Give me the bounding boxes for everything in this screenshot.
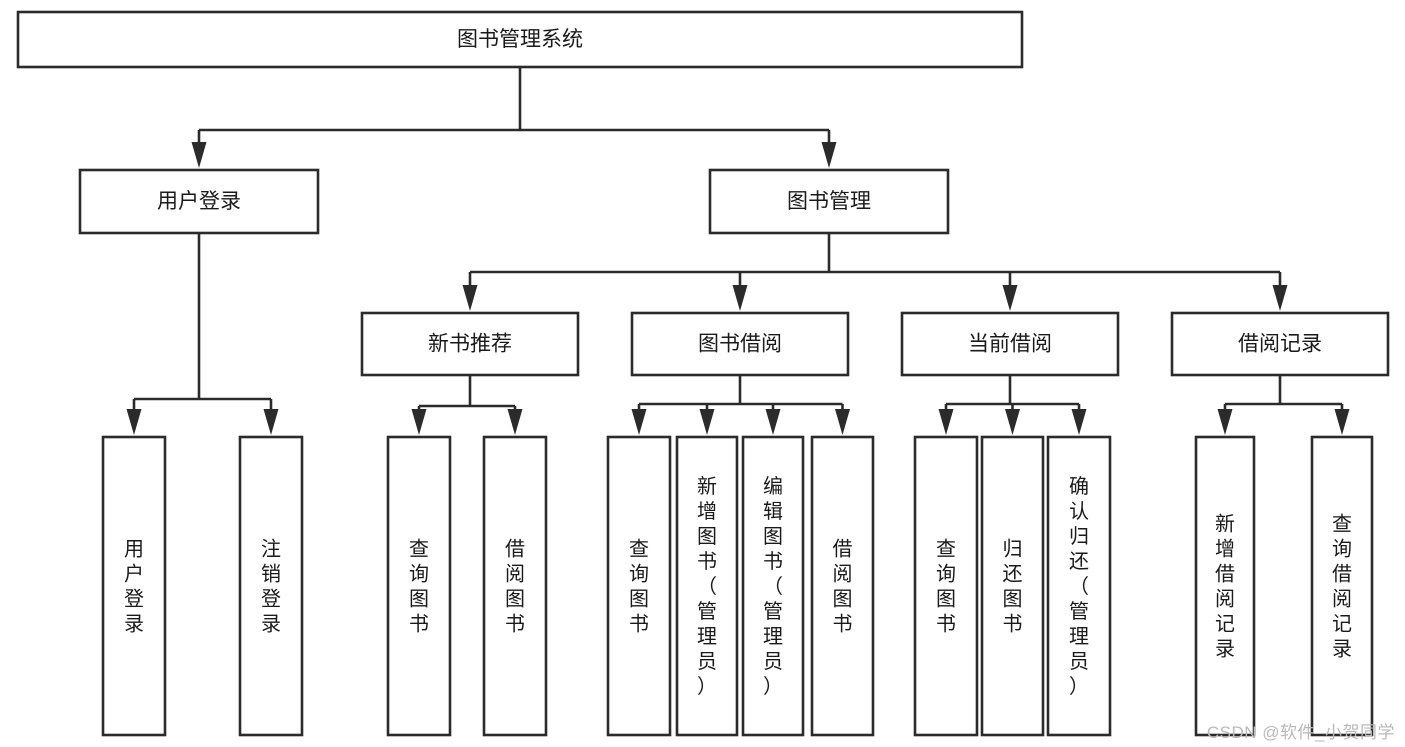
node-leaf-current-2[interactable]: 归还图书 bbox=[980, 435, 1045, 737]
node-newbook[interactable]: 新书推荐 bbox=[360, 311, 580, 377]
node-box[interactable] bbox=[386, 435, 452, 737]
node-label: 注销登录 bbox=[261, 538, 281, 636]
arrow-head-icon bbox=[1071, 409, 1087, 435]
node-label: 查询图书 bbox=[936, 538, 956, 636]
node-box[interactable] bbox=[101, 435, 167, 737]
arrow-head-icon bbox=[938, 409, 954, 435]
node-box[interactable] bbox=[900, 311, 1120, 377]
node-label: 借阅记录 bbox=[1238, 333, 1322, 356]
node-leaf-login-2[interactable]: 注销登录 bbox=[238, 435, 304, 737]
node-label: 新书推荐 bbox=[428, 333, 512, 356]
node-bookmgmt[interactable]: 图书管理 bbox=[708, 168, 950, 235]
node-box[interactable] bbox=[913, 435, 979, 737]
node-leaf-login-1[interactable]: 用户登录 bbox=[101, 435, 167, 737]
node-login[interactable]: 用户登录 bbox=[78, 168, 320, 235]
arrow-head-icon bbox=[507, 409, 523, 435]
arrow-head-icon bbox=[411, 409, 427, 435]
node-box[interactable] bbox=[1310, 435, 1374, 737]
node-leaf-newbook-2[interactable]: 借阅图书 bbox=[482, 435, 548, 737]
node-box[interactable] bbox=[16, 10, 1024, 69]
node-label: 归还图书 bbox=[1003, 538, 1023, 636]
nodes-layer: 图书管理系统用户登录图书管理新书推荐图书借阅当前借阅借阅记录用户登录注销登录查询… bbox=[16, 10, 1390, 737]
node-leaf-borrow-4[interactable]: 借阅图书 bbox=[810, 435, 875, 737]
node-label: 图书管理系统 bbox=[457, 28, 583, 51]
node-box[interactable] bbox=[630, 311, 850, 377]
arrow-head-icon bbox=[462, 285, 478, 311]
node-label: 用户登录 bbox=[157, 190, 241, 213]
node-box[interactable] bbox=[810, 435, 875, 737]
node-label: 确认归还（管理员） bbox=[1069, 475, 1089, 698]
node-leaf-records-2[interactable]: 查询借阅记录 bbox=[1310, 435, 1374, 737]
node-leaf-borrow-3[interactable]: 编辑图书（管理员） bbox=[741, 435, 805, 737]
node-box[interactable] bbox=[360, 311, 580, 377]
node-box[interactable] bbox=[78, 168, 320, 235]
node-box[interactable] bbox=[980, 435, 1045, 737]
node-box[interactable] bbox=[482, 435, 548, 737]
arrow-head-icon bbox=[1002, 285, 1018, 311]
node-label: 查询借阅记录 bbox=[1332, 513, 1352, 661]
node-box[interactable] bbox=[1194, 435, 1256, 737]
node-label: 用户登录 bbox=[124, 539, 144, 636]
arrow-head-icon bbox=[1272, 285, 1288, 311]
arrow-head-icon bbox=[1217, 409, 1233, 435]
node-label: 图书借阅 bbox=[698, 333, 782, 356]
arrow-head-icon bbox=[631, 409, 647, 435]
node-leaf-borrow-2[interactable]: 新增图书（管理员） bbox=[675, 435, 739, 737]
arrow-head-icon bbox=[765, 409, 781, 435]
node-box[interactable] bbox=[1170, 311, 1390, 377]
arrow-head-icon bbox=[1005, 409, 1020, 435]
node-box[interactable] bbox=[741, 435, 805, 737]
node-leaf-current-3[interactable]: 确认归还（管理员） bbox=[1046, 435, 1112, 737]
node-borrow[interactable]: 图书借阅 bbox=[630, 311, 850, 377]
node-root[interactable]: 图书管理系统 bbox=[16, 10, 1024, 69]
node-leaf-newbook-1[interactable]: 查询图书 bbox=[386, 435, 452, 737]
node-label: 查询图书 bbox=[409, 538, 429, 636]
arrow-head-icon bbox=[699, 409, 715, 435]
node-label: 图书管理 bbox=[787, 190, 871, 213]
node-leaf-records-1[interactable]: 新增借阅记录 bbox=[1194, 435, 1256, 737]
arrow-head-icon bbox=[835, 409, 850, 435]
node-box[interactable] bbox=[238, 435, 304, 737]
arrow-head-icon bbox=[821, 142, 837, 168]
node-box[interactable] bbox=[606, 435, 672, 737]
node-leaf-borrow-1[interactable]: 查询图书 bbox=[606, 435, 672, 737]
node-label: 当前借阅 bbox=[968, 333, 1052, 356]
node-label: 借阅图书 bbox=[505, 538, 525, 636]
arrow-head-icon bbox=[191, 142, 207, 168]
arrow-head-icon bbox=[126, 409, 142, 435]
node-box[interactable] bbox=[708, 168, 950, 235]
node-label: 新增借阅记录 bbox=[1215, 513, 1235, 661]
arrow-head-icon bbox=[732, 285, 748, 311]
node-box[interactable] bbox=[1046, 435, 1112, 737]
node-leaf-current-1[interactable]: 查询图书 bbox=[913, 435, 979, 737]
node-current[interactable]: 当前借阅 bbox=[900, 311, 1120, 377]
arrow-head-icon bbox=[263, 409, 279, 435]
node-label: 新增图书（管理员） bbox=[697, 475, 717, 698]
node-label: 编辑图书（管理员） bbox=[763, 475, 783, 698]
node-records[interactable]: 借阅记录 bbox=[1170, 311, 1390, 377]
node-label: 查询图书 bbox=[629, 538, 649, 636]
node-box[interactable] bbox=[675, 435, 739, 737]
connectors-layer bbox=[126, 67, 1350, 435]
node-label: 借阅图书 bbox=[833, 538, 853, 636]
arrow-head-icon bbox=[1334, 409, 1350, 435]
